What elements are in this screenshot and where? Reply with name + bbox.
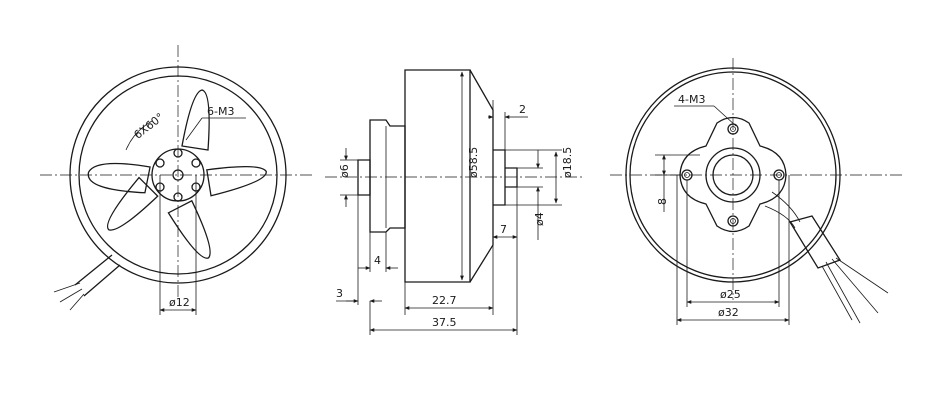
front-inner-rim (78, 75, 278, 275)
wire (59, 288, 83, 303)
spoke-window (206, 166, 267, 197)
hole-offset-label: 8 (656, 198, 669, 205)
side-view: ø6 ø58.5 2 ø18.5 ø4 7 4 (325, 69, 585, 335)
rear-shaft (505, 167, 518, 188)
spoke-window (106, 176, 159, 231)
rear-boss-inner (712, 154, 754, 196)
outer-bc-label: ø32 (718, 306, 739, 319)
cable-edge (74, 254, 113, 286)
screw-holes-label: 6-M3 (207, 105, 234, 118)
wire (821, 265, 853, 321)
front-view: 6X60° 6-M3 ø12 (40, 45, 315, 315)
front-spoke-windows (87, 89, 267, 259)
front-center-bore (172, 169, 184, 181)
screw-hole (173, 148, 183, 158)
rear-shaft-dia-label: ø4 (533, 212, 546, 226)
rear-cable (764, 191, 889, 324)
mount-hole-core (684, 172, 690, 178)
inner-bc-label: ø25 (720, 288, 741, 301)
motor-body (404, 69, 471, 283)
rear-taper (469, 69, 494, 283)
rear-boss (493, 149, 506, 206)
angle-arc (125, 120, 153, 151)
mount-holes-label: 4-M3 (678, 93, 705, 106)
front-cable (53, 254, 121, 311)
rear-shaft-len-label: 7 (500, 223, 507, 236)
screw-hole (191, 158, 201, 168)
mount-hole-core (730, 218, 736, 224)
front-outer-rim (69, 66, 287, 284)
rear-boss-outer (705, 147, 761, 203)
wire (69, 293, 85, 311)
wire (764, 205, 796, 229)
spoke-pattern-label: 6X60° (131, 110, 166, 141)
mount-leader (713, 105, 737, 127)
rear-inner-rim (629, 71, 837, 279)
mount-hole-core (776, 172, 782, 178)
front-shaft-len-label: 4 (374, 254, 381, 267)
mount-hole-core (730, 126, 736, 132)
rear-boss-dia-label: ø18.5 (561, 147, 574, 178)
spoke-window (167, 199, 211, 259)
body-dia-label: ø58.5 (467, 147, 480, 178)
front-flange-label: 3 (336, 287, 343, 300)
rear-outer-rim (625, 67, 841, 283)
mount-flange (369, 119, 406, 233)
mount-hole (727, 215, 739, 227)
spoke-window (181, 89, 210, 151)
spoke-window (87, 162, 151, 194)
body-len-label: 22.7 (432, 294, 457, 307)
shaft-dia-label: ø6 (338, 164, 351, 178)
cable-edge (83, 264, 121, 297)
rear-view: 4-M3 8 ø25 ø32 (610, 58, 905, 325)
wire (53, 282, 81, 293)
cable-sheath (788, 215, 841, 269)
flange-step-label: 2 (519, 103, 526, 116)
screw-leader (185, 117, 203, 141)
center-dia-label: ø12 (169, 296, 190, 309)
overall-len-label: 37.5 (432, 316, 457, 329)
wire (831, 258, 879, 314)
mount-hole (727, 123, 739, 135)
wire (835, 257, 889, 294)
screw-hole (155, 158, 165, 168)
front-shaft-boss (357, 159, 371, 196)
screw-hole (173, 192, 183, 202)
wire (825, 261, 861, 324)
